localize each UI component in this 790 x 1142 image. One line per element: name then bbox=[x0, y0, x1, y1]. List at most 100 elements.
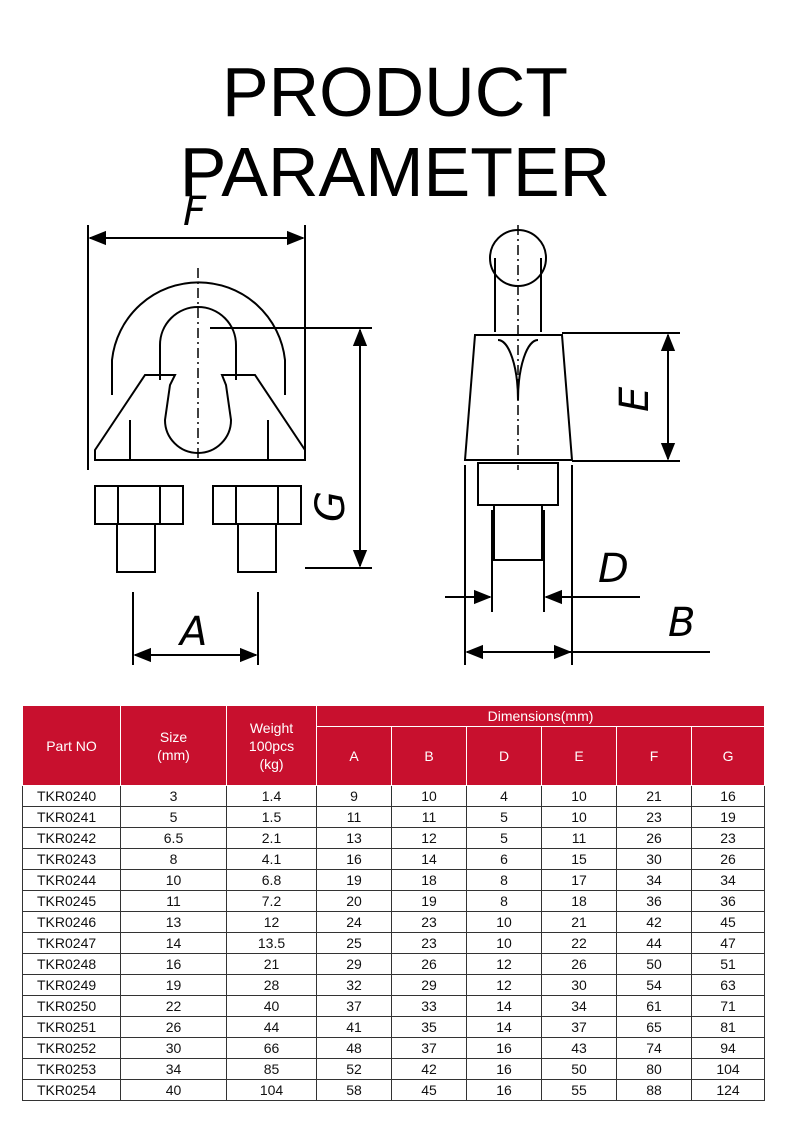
header-weight: Weight 100pcs (kg) bbox=[226, 705, 317, 786]
table-cell: 21 bbox=[226, 953, 317, 975]
table-cell: 26 bbox=[391, 953, 467, 975]
table-cell: 23 bbox=[391, 932, 467, 954]
table-cell: 24 bbox=[316, 911, 392, 933]
table-cell: 34 bbox=[616, 869, 692, 891]
table-cell: 88 bbox=[616, 1079, 692, 1101]
table-cell: 85 bbox=[226, 1058, 317, 1080]
table-cell: 81 bbox=[690, 1016, 766, 1038]
table-cell: 21 bbox=[541, 911, 617, 933]
table-cell: 33 bbox=[391, 995, 467, 1017]
table-cell: 65 bbox=[616, 1016, 692, 1038]
header-size-text: Size (mm) bbox=[157, 728, 190, 763]
table-cell: TKR0248 bbox=[22, 953, 121, 975]
table-cell: 19 bbox=[391, 890, 467, 912]
table-cell: 26 bbox=[690, 848, 766, 870]
table-cell: 19 bbox=[316, 869, 392, 891]
table-cell: 22 bbox=[541, 932, 617, 954]
table-cell: 50 bbox=[616, 953, 692, 975]
label-d: D bbox=[598, 546, 629, 592]
header-dimensions: Dimensions(mm) bbox=[315, 705, 766, 727]
table-cell: 23 bbox=[690, 827, 766, 849]
table-cell: 16 bbox=[466, 1037, 542, 1059]
table-cell: 6.8 bbox=[226, 869, 317, 891]
table-cell: 40 bbox=[226, 995, 317, 1017]
table-cell: 5 bbox=[466, 806, 542, 828]
table-cell: 16 bbox=[120, 953, 227, 975]
table-cell: 5 bbox=[466, 827, 542, 849]
table-cell: 19 bbox=[690, 806, 766, 828]
table-cell: 10 bbox=[466, 932, 542, 954]
table-cell: 34 bbox=[690, 869, 766, 891]
table-cell: 1.4 bbox=[226, 785, 317, 807]
table-cell: 13 bbox=[316, 827, 392, 849]
table-cell: TKR0243 bbox=[22, 848, 121, 870]
table-cell: TKR0254 bbox=[22, 1079, 121, 1101]
table-cell: 124 bbox=[690, 1079, 766, 1101]
table-cell: 19 bbox=[120, 974, 227, 996]
table-cell: 37 bbox=[316, 995, 392, 1017]
front-view bbox=[87, 225, 372, 665]
table-cell: TKR0247 bbox=[22, 932, 121, 954]
spec-table: Part NO Size (mm) Weight 100pcs (kg) Dim… bbox=[22, 705, 766, 1101]
table-cell: TKR0245 bbox=[22, 890, 121, 912]
label-b: B bbox=[668, 600, 695, 646]
table-cell: 45 bbox=[391, 1079, 467, 1101]
page-title: PRODUCT PARAMETER bbox=[179, 53, 611, 211]
table-cell: 21 bbox=[616, 785, 692, 807]
table-cell: 6 bbox=[466, 848, 542, 870]
table-cell: 34 bbox=[120, 1058, 227, 1080]
table-cell: 29 bbox=[391, 974, 467, 996]
table-cell: 5 bbox=[120, 806, 227, 828]
table-cell: 61 bbox=[616, 995, 692, 1017]
table-cell: 30 bbox=[616, 848, 692, 870]
table-cell: TKR0252 bbox=[22, 1037, 121, 1059]
table-cell: 9 bbox=[316, 785, 392, 807]
table-cell: 48 bbox=[316, 1037, 392, 1059]
table-cell: 36 bbox=[616, 890, 692, 912]
table-cell: TKR0251 bbox=[22, 1016, 121, 1038]
header-dim-g: G bbox=[690, 726, 766, 786]
table-cell: 8 bbox=[466, 890, 542, 912]
table-cell: 94 bbox=[690, 1037, 766, 1059]
table-cell: 11 bbox=[541, 827, 617, 849]
table-cell: 80 bbox=[616, 1058, 692, 1080]
table-cell: 28 bbox=[226, 974, 317, 996]
table-cell: 26 bbox=[541, 953, 617, 975]
table-cell: 45 bbox=[690, 911, 766, 933]
table-cell: 26 bbox=[120, 1016, 227, 1038]
table-cell: 1.5 bbox=[226, 806, 317, 828]
technical-drawing: F A G E D B bbox=[87, 190, 710, 665]
table-cell: 44 bbox=[616, 932, 692, 954]
table-cell: 55 bbox=[541, 1079, 617, 1101]
table-cell: 20 bbox=[316, 890, 392, 912]
table-cell: 23 bbox=[391, 911, 467, 933]
table-cell: 29 bbox=[316, 953, 392, 975]
header-part-no: Part NO bbox=[22, 705, 121, 786]
table-cell: 10 bbox=[541, 806, 617, 828]
table-cell: TKR0246 bbox=[22, 911, 121, 933]
table-cell: 18 bbox=[391, 869, 467, 891]
table-cell: 8 bbox=[120, 848, 227, 870]
table-cell: 47 bbox=[690, 932, 766, 954]
table-cell: 42 bbox=[391, 1058, 467, 1080]
table-cell: 12 bbox=[466, 974, 542, 996]
table-cell: 10 bbox=[391, 785, 467, 807]
table-cell: 12 bbox=[391, 827, 467, 849]
table-cell: TKR0240 bbox=[22, 785, 121, 807]
table-cell: TKR0253 bbox=[22, 1058, 121, 1080]
table-cell: 6.5 bbox=[120, 827, 227, 849]
table-cell: 12 bbox=[466, 953, 542, 975]
table-cell: 22 bbox=[120, 995, 227, 1017]
table-cell: 37 bbox=[541, 1016, 617, 1038]
table-cell: 41 bbox=[316, 1016, 392, 1038]
table-cell: 34 bbox=[541, 995, 617, 1017]
